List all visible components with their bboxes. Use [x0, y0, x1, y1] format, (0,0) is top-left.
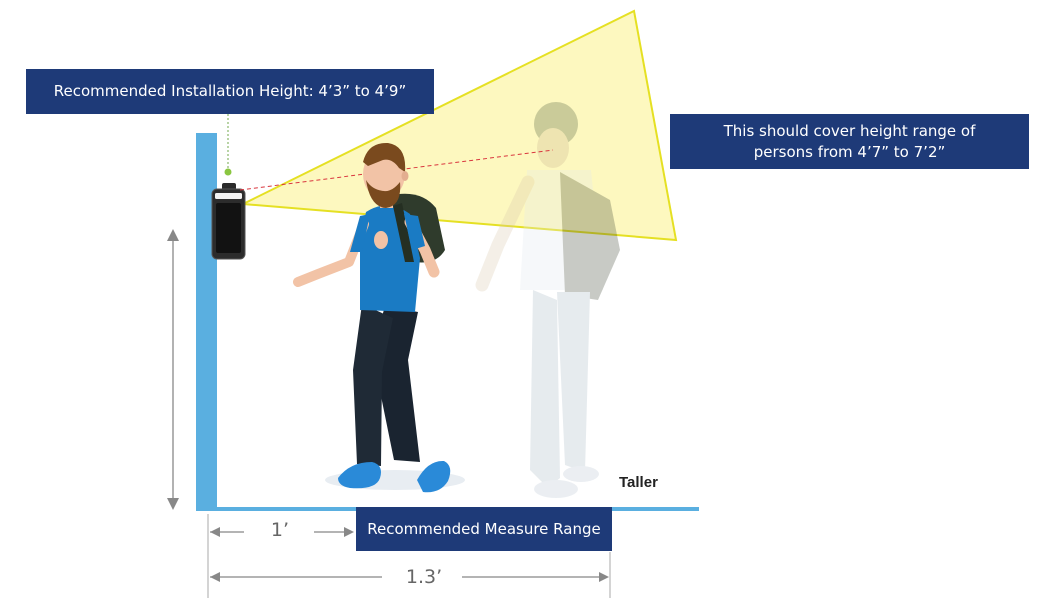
taller-person-ghost-icon — [475, 102, 620, 498]
dimension-1ft-label: 1’ — [270, 519, 290, 541]
height-coverage-line-1: This should cover height range of — [723, 122, 976, 141]
install-height-marker — [224, 168, 232, 176]
height-dimension-arrow — [167, 229, 179, 510]
measure-range-label: Recommended Measure Range — [356, 507, 612, 551]
walking-person-icon — [293, 142, 465, 493]
installation-height-label: Recommended Installation Height: 4’3” to… — [26, 69, 434, 114]
face-recognition-terminal-icon — [211, 183, 246, 260]
height-coverage-line-2: persons from 4’7” to 7’2” — [753, 142, 946, 161]
dimension-1-3ft-label: 1.3’ — [405, 566, 443, 588]
dimension-lines — [207, 514, 611, 598]
height-coverage-label: This should cover height range of person… — [670, 114, 1029, 169]
detection-cone — [239, 9, 678, 242]
taller-label: Taller — [619, 474, 658, 491]
